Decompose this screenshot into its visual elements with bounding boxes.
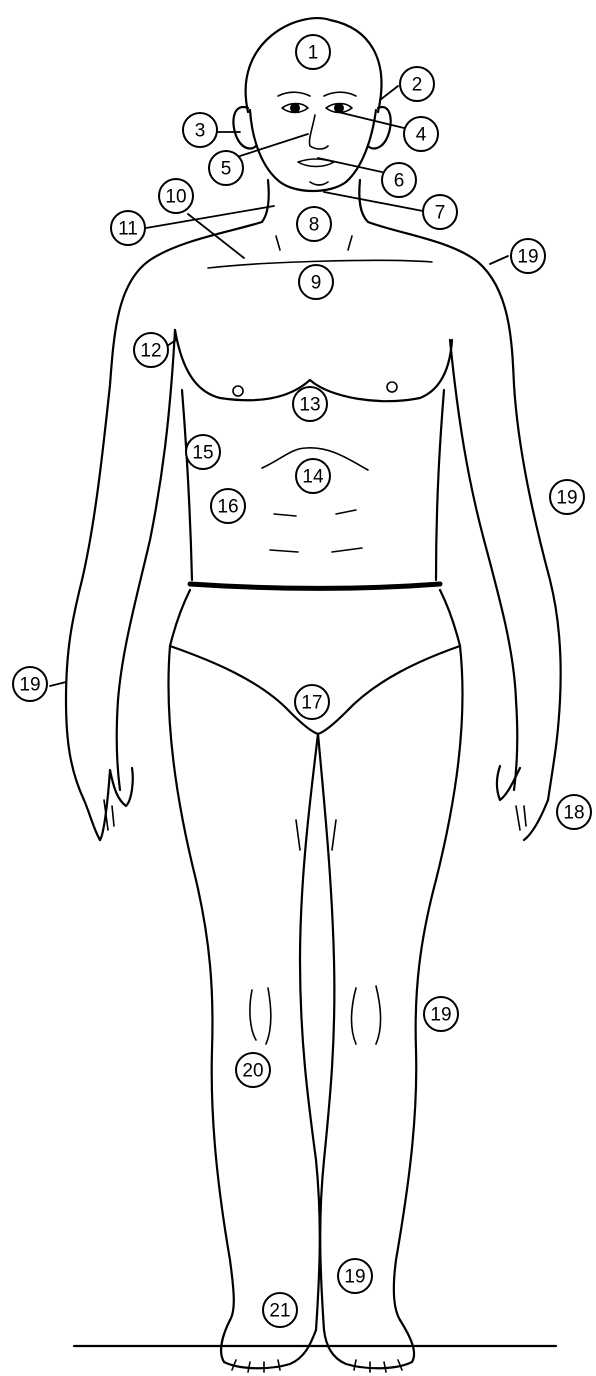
- callout-20: 20: [236, 1053, 270, 1087]
- callout-5: 5: [209, 151, 243, 185]
- callout-number: 10: [165, 187, 186, 208]
- callout-number: 21: [269, 1301, 290, 1322]
- callout-10: 10: [159, 179, 193, 213]
- callout-number: 17: [301, 693, 322, 714]
- callout-19: 19: [511, 239, 545, 273]
- callout-21: 21: [263, 1293, 297, 1327]
- callout-number: 2: [412, 75, 423, 96]
- callout-number: 19: [430, 1005, 451, 1026]
- callout-number: 16: [217, 497, 238, 518]
- callout-number: 4: [416, 125, 427, 146]
- callout-number: 12: [140, 341, 161, 362]
- callout-number: 13: [299, 395, 320, 416]
- callout-number: 18: [563, 803, 584, 824]
- callout-number: 14: [302, 467, 324, 488]
- callout-15: 15: [186, 435, 220, 469]
- callout-18: 18: [557, 795, 591, 829]
- callout-7: 7: [423, 195, 457, 229]
- callout-number: 7: [435, 203, 446, 224]
- callout-number: 8: [309, 215, 320, 236]
- callout-number: 9: [311, 273, 322, 294]
- callout-17: 17: [295, 685, 329, 719]
- callout-13: 13: [293, 387, 327, 421]
- callout-number: 19: [556, 488, 577, 509]
- callout-6: 6: [382, 163, 416, 197]
- callout-4: 4: [404, 117, 438, 151]
- callout-16: 16: [211, 489, 245, 523]
- callout-number: 5: [221, 159, 232, 180]
- callout-14: 14: [296, 459, 330, 493]
- callout-19: 19: [338, 1259, 372, 1293]
- callout-number: 15: [192, 443, 213, 464]
- callout-leaders: [50, 86, 508, 686]
- callout-12: 12: [134, 333, 168, 367]
- callout-19: 19: [550, 480, 584, 514]
- callout-number: 19: [19, 675, 40, 696]
- callout-11: 11: [111, 211, 145, 245]
- callout-number: 6: [394, 171, 405, 192]
- callout-8: 8: [297, 207, 331, 241]
- callout-number: 1: [308, 43, 319, 64]
- callout-3: 3: [183, 113, 217, 147]
- callout-19: 19: [13, 667, 47, 701]
- callout-19: 19: [424, 997, 458, 1031]
- callout-number: 20: [242, 1061, 263, 1082]
- callout-1: 1: [296, 35, 330, 69]
- callout-number: 11: [118, 219, 138, 240]
- callout-number: 19: [517, 247, 538, 268]
- callout-number: 19: [344, 1267, 365, 1288]
- callout-9: 9: [299, 265, 333, 299]
- callout-number: 3: [195, 121, 206, 142]
- callout-2: 2: [400, 67, 434, 101]
